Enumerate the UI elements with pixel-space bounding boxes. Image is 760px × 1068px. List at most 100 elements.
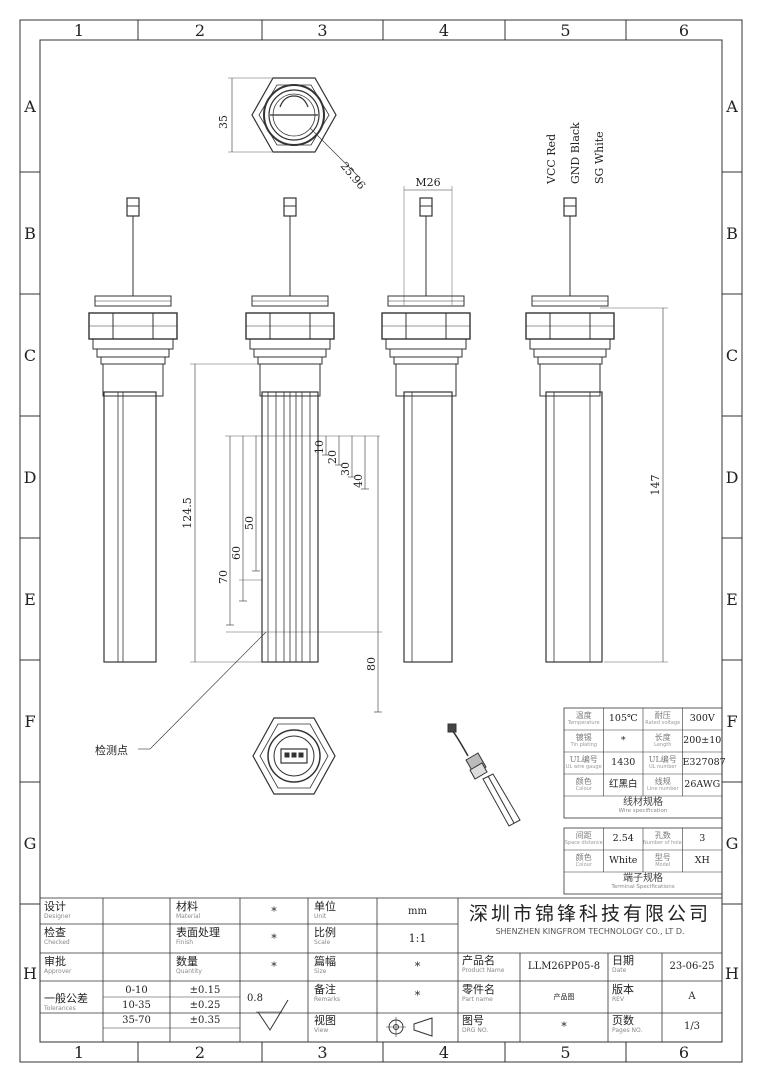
row-label-right: H — [725, 964, 739, 983]
pages-cn: 页数 — [612, 1014, 634, 1027]
finish-value: * — [271, 932, 277, 945]
wire-label-sg: SG White — [593, 131, 606, 184]
wire-spec-key-en: Line number — [646, 786, 679, 792]
size-en: Size — [314, 968, 327, 975]
terminal-spec-key: 间距 — [575, 831, 592, 840]
material-value: * — [271, 905, 277, 918]
checked-en: Checked — [44, 939, 70, 946]
probe-head — [539, 363, 601, 397]
title-frame — [39, 897, 723, 1043]
level-60: 60 — [230, 546, 243, 560]
wire-spec-key: UL编号 — [569, 755, 598, 764]
remarks-cn: 备注 — [314, 983, 336, 996]
row-label-left: B — [24, 224, 36, 243]
row-label-right: D — [726, 468, 739, 487]
terminal-spec-key-en: Number of holes — [643, 840, 683, 846]
row-label-left: E — [24, 590, 36, 609]
terminal-spec-value: XH — [694, 855, 710, 866]
row-label-left: A — [23, 97, 36, 116]
col-label-top: 6 — [679, 21, 689, 40]
row-label-left: H — [23, 964, 37, 983]
row-label-left: C — [24, 346, 36, 365]
col-label-top: 1 — [74, 21, 84, 40]
wire-spec-key: 镀锡 — [575, 733, 592, 742]
approver-cn: 审批 — [44, 955, 66, 968]
wire-spec-key: 耐压 — [654, 711, 671, 720]
wire-spec-key-en: Rated voltage — [645, 720, 681, 726]
scale-en: Scale — [314, 939, 331, 946]
probe-head — [395, 363, 457, 397]
wire-label-vcc: VCC Red — [545, 134, 558, 185]
drawing-en: DRG NO. — [462, 1027, 489, 1034]
pages-value: 1/3 — [683, 1021, 701, 1032]
wire-spec-title: 线材规格 — [623, 797, 663, 808]
tol-range: 0-10 — [125, 985, 148, 996]
terminal-spec-value: White — [609, 855, 638, 866]
finish-en: Finish — [176, 939, 194, 946]
level-30: 30 — [339, 462, 352, 476]
row-label-right: C — [726, 346, 738, 365]
tol-value: ±0.35 — [189, 1015, 221, 1026]
probe-head — [102, 363, 164, 397]
terminal-spec-key: 颜色 — [575, 853, 592, 862]
probe-body — [545, 391, 603, 663]
col-label-bottom: 6 — [679, 1043, 689, 1062]
row-label-left: G — [24, 834, 37, 853]
part-cn: 零件名 — [462, 983, 495, 996]
level-10: 10 — [313, 440, 326, 454]
wire-spec-value: * — [620, 735, 626, 746]
wire-spec-key-en: Temperature — [567, 720, 600, 726]
side-view-3 — [381, 197, 471, 663]
side-view-4 — [525, 197, 615, 663]
col-label-top: 3 — [317, 21, 327, 40]
col-label-bottom: 4 — [439, 1043, 449, 1062]
terminal-spec-key-en: Colour — [575, 862, 592, 868]
terminal-spec-value: 3 — [699, 833, 706, 844]
finish-cn: 表面处理 — [176, 926, 220, 939]
level-dimensions — [225, 435, 382, 713]
wire-spec-value: 105℃ — [608, 713, 638, 724]
wire-spec-key-en: Colour — [575, 786, 592, 792]
detection-point-label: 检测点 — [95, 743, 128, 757]
pages-en: Pages NO. — [612, 1027, 643, 1034]
drawing-value: * — [561, 1020, 567, 1033]
side-view-2 — [245, 197, 335, 663]
row-label-left: D — [24, 468, 37, 487]
side-view-1 — [88, 197, 178, 663]
unit-value: mm — [408, 906, 427, 917]
wire-spec-key: 温度 — [575, 711, 592, 720]
wire-label-gnd: GND Black — [569, 122, 582, 184]
total-length-label: 147 — [649, 475, 662, 496]
unit-en: Unit — [314, 913, 327, 920]
probe-body — [103, 391, 157, 663]
quantity-value: * — [271, 960, 277, 973]
level-20: 20 — [326, 450, 339, 464]
date-value: 23-06-25 — [669, 961, 715, 972]
wire-spec-key-en: UL number — [648, 764, 677, 770]
wire-spec-value: E327087 — [682, 757, 726, 768]
wire-spec-key-en: Length — [654, 742, 672, 748]
view-symbol-cone — [413, 1017, 433, 1037]
rev-en: REV — [612, 996, 625, 1003]
roughness-symbol — [257, 999, 289, 1031]
row-label-left: F — [24, 712, 35, 731]
col-label-top: 4 — [439, 21, 449, 40]
wire-spec-value: 1430 — [611, 757, 636, 768]
wire-spec-value: 26AWG — [684, 779, 721, 790]
terminal-spec-table — [563, 827, 723, 895]
terminal-spec-key: 型号 — [654, 853, 671, 862]
product-cn: 产品名 — [462, 954, 495, 967]
wire-spec-key: UL编号 — [648, 755, 677, 764]
tolerances-cn: 一般公差 — [44, 992, 88, 1005]
wire-spec-value: 300V — [689, 713, 715, 724]
wire-spec-key: 线规 — [654, 777, 671, 786]
wire-spec-value: 红黑白 — [608, 779, 638, 790]
col-label-bottom: 2 — [195, 1043, 205, 1062]
company-name: 深圳市锦锋科技有限公司 — [468, 903, 711, 925]
checked-cn: 检查 — [44, 926, 66, 939]
wire-spec-key-en: UL wire gauge — [565, 764, 602, 770]
terminal-spec-key-en: Model — [655, 862, 671, 868]
unit-cn: 单位 — [314, 900, 336, 913]
